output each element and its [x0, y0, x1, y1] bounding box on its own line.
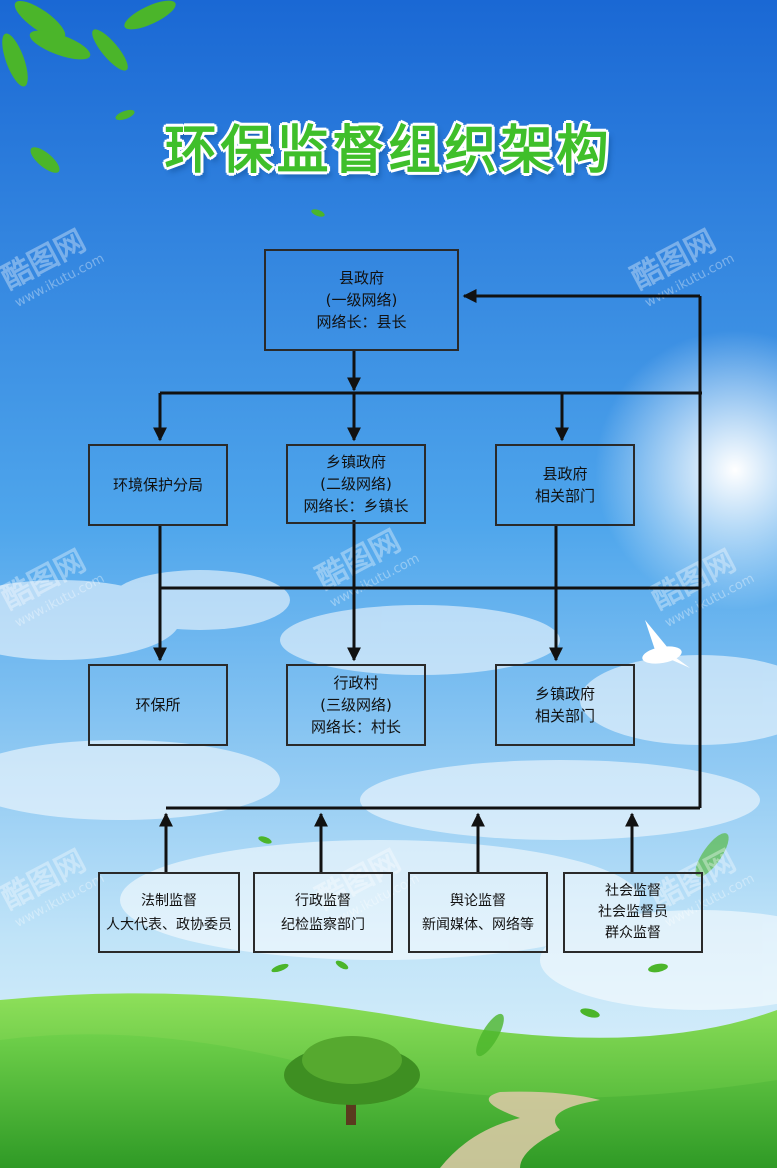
sun-glow: [595, 330, 777, 610]
node-line: 环保所: [135, 696, 181, 714]
node-county-government: 县政府 (一级网络) 网络长：县长: [264, 249, 459, 351]
dove-icon: [642, 620, 690, 668]
node-line: 社会监督: [605, 883, 661, 899]
node-town-government: 乡镇政府 (二级网络) 网络长：乡镇长: [286, 444, 426, 524]
node-line: 社会监督员: [598, 904, 668, 920]
node-public-opinion-supervision: 舆论监督 新闻媒体、网络等: [408, 872, 548, 953]
node-line: (二级网络): [320, 475, 392, 493]
node-line: 乡镇政府: [534, 685, 595, 703]
node-line: 网络长：县长: [316, 313, 407, 331]
node-line: 网络长：村长: [310, 718, 401, 736]
node-line: (一级网络): [325, 291, 398, 309]
node-line: 县政府: [542, 465, 588, 483]
node-line: 县政府: [338, 269, 384, 287]
node-county-departments: 县政府 相关部门: [495, 444, 635, 526]
node-legal-supervision: 法制监督 人大代表、政协委员: [98, 872, 240, 953]
node-town-departments: 乡镇政府 相关部门: [495, 664, 635, 746]
node-line: 相关部门: [534, 487, 595, 505]
path: [440, 1091, 600, 1168]
node-line: 行政村: [333, 674, 379, 692]
page-title: 环保监督组织架构: [164, 121, 613, 181]
hill-front: [0, 1034, 777, 1168]
node-line: 人大代表、政协委员: [106, 916, 232, 933]
clouds: [0, 570, 777, 1010]
leaves-icon: [2, 0, 729, 1057]
node-env-protection-branch: 环境保护分局: [88, 444, 228, 526]
node-line: 纪检监察部门: [281, 916, 365, 933]
node-line: 行政监督: [295, 892, 351, 909]
node-line: 法制监督: [141, 892, 197, 909]
node-line: 舆论监督: [450, 892, 506, 909]
tree-icon: [284, 1036, 420, 1125]
node-line: 相关部门: [534, 707, 595, 725]
node-line: (三级网络): [320, 696, 392, 714]
node-line: 环境保护分局: [112, 476, 203, 494]
node-village: 行政村 (三级网络) 网络长：村长: [286, 664, 426, 746]
node-env-station: 环保所: [88, 664, 228, 746]
node-line: 群众监督: [605, 925, 661, 941]
node-line: 新闻媒体、网络等: [422, 916, 534, 933]
node-line: 乡镇政府: [325, 453, 386, 471]
node-line: 网络长：乡镇长: [303, 497, 409, 515]
node-admin-supervision: 行政监督 纪检监察部门: [253, 872, 393, 953]
node-social-supervision: 社会监督 社会监督员 群众监督: [563, 872, 703, 953]
